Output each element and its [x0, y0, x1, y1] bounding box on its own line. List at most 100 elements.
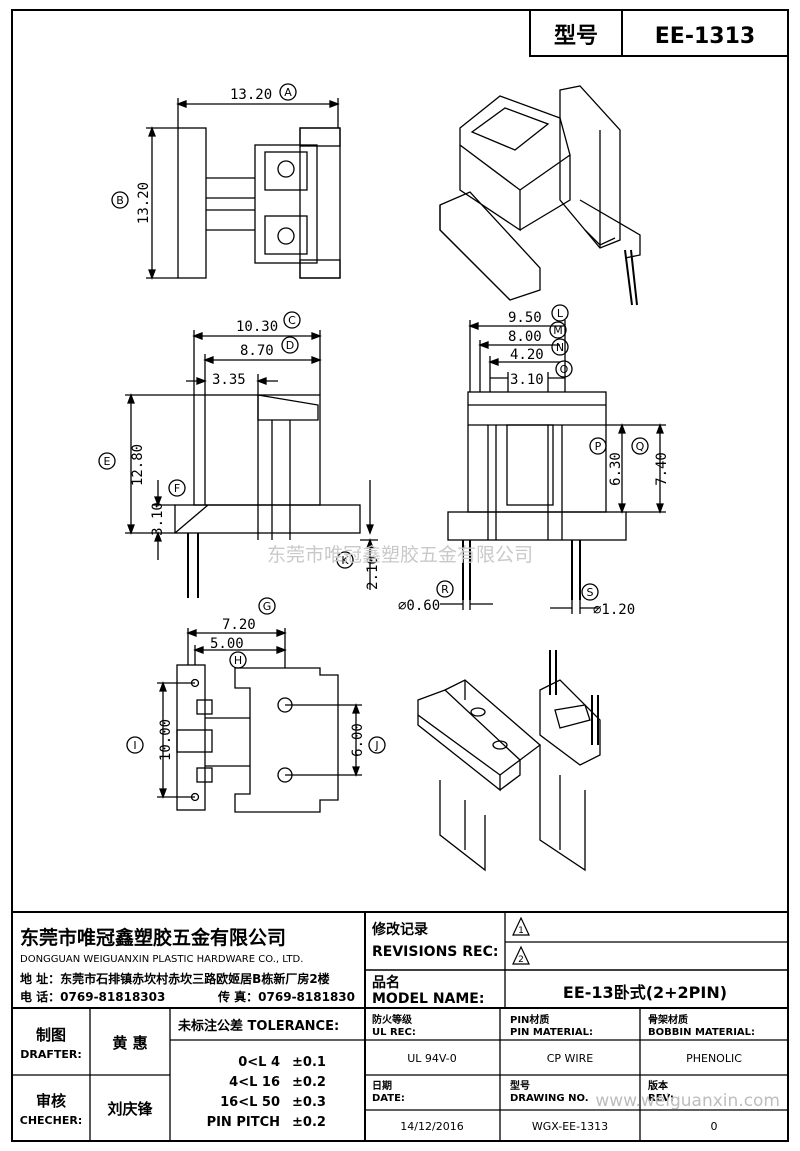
model-code: EE-1313	[655, 24, 755, 49]
dim-c: 10.30	[236, 319, 278, 335]
rev1-triangle-number: 1	[518, 926, 524, 936]
dim-n: 4.20	[510, 347, 544, 363]
tolerance-range-3: 16<L 50	[220, 1095, 280, 1110]
company-address: 地 址：东莞市石排镇赤坎村赤坎三路欧姬居B栋新厂房2楼	[20, 971, 330, 986]
top-pin-hole	[277, 160, 295, 178]
bottom-view: 7.20 G 5.00 H 10.00 I 6.00 J	[126, 597, 386, 813]
tolerance-value-2: ±0.2	[292, 1075, 326, 1090]
drawing-value: WGX-EE-1313	[532, 1120, 608, 1133]
checker-name: 刘庆锋	[107, 1100, 153, 1118]
drafter-label-cn: 制图	[36, 1026, 66, 1044]
tag-i: I	[133, 739, 136, 752]
tag-p: P	[595, 440, 602, 453]
checker-label-cn: 审核	[36, 1092, 66, 1110]
tag-e: E	[104, 455, 111, 468]
tolerance-range-4: PIN PITCH	[207, 1115, 280, 1130]
dim-i: 10.00	[158, 719, 174, 761]
tag-r: R	[441, 583, 449, 596]
top-view: 13.20 A 13.20 B	[111, 83, 341, 280]
model-name-label-en: MODEL NAME:	[372, 991, 484, 1007]
watermark-url: www.weiguanxin.com	[595, 1091, 780, 1111]
iso-view-bottom	[417, 650, 601, 872]
watermark-text: 东莞市唯冠鑫塑胶五金有限公司	[267, 544, 533, 566]
company-phone: 电 话：0769-81818303	[20, 989, 165, 1004]
bobbin-label-en: BOBBIN MATERIAL:	[648, 1027, 755, 1038]
bobbin-label-cn: 骨架材质	[648, 1013, 688, 1026]
tolerance-range-1: 0<L 4	[238, 1055, 280, 1070]
rev-label-cn: 版本	[648, 1079, 669, 1092]
revisions-label-cn: 修改记录	[371, 921, 428, 938]
drafter-label-en: DRAFTER:	[20, 1048, 82, 1061]
tag-k: K	[341, 554, 349, 567]
dim-a: 13.20	[230, 87, 272, 103]
tag-h: H	[234, 654, 242, 667]
dim-o: 3.10	[510, 372, 544, 388]
tag-n: N	[556, 341, 564, 354]
tolerance-value-4: ±0.2	[292, 1115, 326, 1130]
checker-label-en: CHECHER:	[20, 1114, 82, 1127]
title-block: 1 2	[12, 911, 788, 1141]
tolerance-value-1: ±0.1	[292, 1055, 326, 1070]
tag-o: O	[560, 363, 569, 376]
tag-s: S	[587, 586, 594, 599]
pin-value: CP WIRE	[547, 1052, 594, 1065]
date-value: 14/12/2016	[400, 1120, 463, 1133]
ul-label-en: UL REC:	[372, 1027, 416, 1038]
rev-value: 0	[711, 1120, 718, 1133]
pin-label-en: PIN MATERIAL:	[510, 1027, 593, 1038]
pin-label-cn: PIN材质	[510, 1013, 549, 1026]
tag-d: D	[286, 339, 294, 352]
ul-label-cn: 防火等级	[372, 1013, 413, 1026]
header-box: 型号 EE-1313	[529, 9, 789, 57]
bobbin-value: PHENOLIC	[686, 1052, 742, 1065]
dim-p: 6.30	[608, 452, 624, 486]
company-fax: 传 真：0769-8181830	[217, 989, 355, 1004]
tag-m: M	[553, 324, 563, 337]
company-name-en: DONGGUAN WEIGUANXIN PLASTIC HARDWARE CO.…	[20, 954, 303, 965]
dim-h: 5.00	[210, 636, 244, 652]
model-name-label-cn: 品名	[372, 974, 400, 991]
drawing-label-en: DRAWING NO.	[510, 1093, 589, 1104]
dim-r: ⌀0.60	[398, 598, 440, 614]
dim-j: 6.00	[350, 723, 366, 757]
date-label-en: DATE:	[372, 1093, 405, 1104]
dim-b: 13.20	[136, 182, 152, 224]
revisions-label-en: REVISIONS REC:	[372, 944, 498, 960]
tag-l: L	[557, 307, 564, 320]
rev-label-en: REV:	[648, 1093, 674, 1104]
dim-e-inner: 3.35	[212, 372, 246, 388]
ul-value: UL 94V-0	[407, 1052, 457, 1065]
company-name-cn: 东莞市唯冠鑫塑胶五金有限公司	[20, 926, 286, 949]
dim-q: 7.40	[654, 452, 670, 486]
tag-c: C	[288, 314, 296, 327]
side-view: 9.50 L 8.00 M 4.20 N 3.10 O 6.30 P 7.40 …	[398, 304, 670, 618]
tag-j: J	[374, 739, 378, 752]
date-label-cn: 日期	[372, 1079, 392, 1092]
iso-view-top	[439, 85, 641, 306]
tag-f: F	[174, 482, 180, 495]
sheet-border	[11, 9, 789, 1142]
rev2-triangle-number: 2	[518, 955, 524, 965]
tag-q: Q	[636, 440, 645, 453]
tolerance-value-3: ±0.3	[292, 1095, 326, 1110]
dim-e: 12.80	[130, 444, 146, 486]
drafter-name: 黄 惠	[112, 1034, 147, 1052]
dim-l: 9.50	[508, 310, 542, 326]
tag-g: G	[263, 600, 272, 613]
tag-a: A	[284, 86, 292, 99]
drawing-label-cn: 型号	[510, 1079, 530, 1092]
tolerance-range-2: 4<L 16	[229, 1075, 280, 1090]
dim-f: 3.10	[150, 502, 166, 536]
type-label: 型号	[554, 24, 598, 49]
front-view: 10.30 C 8.70 D 3.35 12.80 E 3.10 F 2.10	[98, 311, 381, 598]
tolerance-title: 未标注公差 TOLERANCE:	[177, 1018, 339, 1034]
dim-s: ⌀1.20	[593, 602, 635, 618]
dim-g: 7.20	[222, 617, 256, 633]
dim-m: 8.00	[508, 329, 542, 345]
model-name-value: EE-13卧式(2+2PIN)	[563, 983, 727, 1002]
tag-b: B	[116, 194, 124, 207]
dim-k: 2.10	[365, 556, 381, 590]
dim-d: 8.70	[240, 343, 274, 359]
